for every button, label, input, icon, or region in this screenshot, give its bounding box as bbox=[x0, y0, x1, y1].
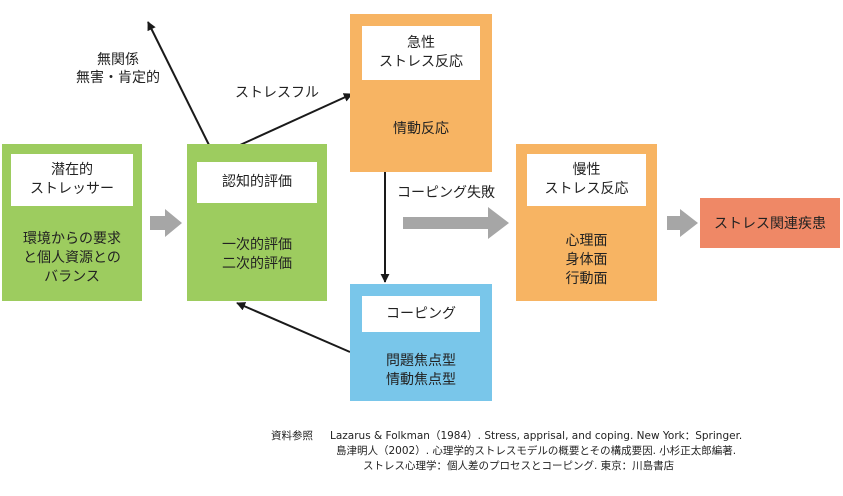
arrow-chronic-to-disease bbox=[667, 209, 698, 237]
coping-title-line: コーピング bbox=[386, 305, 456, 322]
chronic-body-line: 行動面 bbox=[565, 271, 608, 287]
reference-line: 島津明人（2002）. 心理学的ストレスモデルの概要とその構成要因. 小杉正太郎… bbox=[336, 445, 737, 457]
acute-body-line: 情動反応 bbox=[393, 121, 449, 137]
stressor-box: 潜在的 ストレッサー 環境からの要求 と個人資源との バランス bbox=[2, 144, 142, 301]
appraisal-body: 一次的評価 二次的評価 bbox=[187, 236, 327, 274]
stressor-body: 環境からの要求 と個人資源との バランス bbox=[2, 230, 142, 287]
acute-stress-body: 情動反応 bbox=[350, 120, 492, 139]
stressor-body-line: と個人資源との bbox=[23, 250, 121, 266]
appraisal-title: 認知的評価 bbox=[197, 162, 317, 203]
chronic-title-line: 慢性 bbox=[572, 162, 601, 178]
chronic-stress-box: 慢性 ストレス反応 心理面 身体面 行動面 bbox=[516, 144, 657, 301]
acute-title-line: ストレス反応 bbox=[379, 54, 463, 70]
stressor-title: 潜在的 ストレッサー bbox=[11, 154, 133, 206]
arrow-coping-to-appraisal bbox=[236, 302, 351, 353]
coping-body-line: 問題焦点型 bbox=[386, 353, 456, 369]
arrow-to-acute bbox=[239, 93, 353, 146]
coping-box: コーピング 問題焦点型 情動焦点型 bbox=[350, 284, 492, 401]
reference-line: ストレス心理学：個人差のプロセスとコーピング. 東京：川島書店 bbox=[363, 460, 675, 472]
stressor-title-line: ストレッサー bbox=[30, 181, 114, 197]
stressful-label: ストレスフル bbox=[235, 85, 319, 101]
appraisal-body-line: 一次的評価 bbox=[222, 237, 292, 253]
coping-body-line: 情動焦点型 bbox=[386, 372, 456, 388]
chronic-stress-body: 心理面 身体面 行動面 bbox=[516, 232, 657, 289]
acute-stress-box: 急性 ストレス反応 情動反応 bbox=[350, 14, 492, 172]
coping-failure-label: コーピング失敗 bbox=[397, 185, 495, 201]
acute-stress-title: 急性 ストレス反応 bbox=[362, 26, 480, 80]
arrow-stressor-to-appraisal bbox=[150, 209, 182, 237]
coping-body: 問題焦点型 情動焦点型 bbox=[350, 352, 492, 390]
chronic-stress-title: 慢性 ストレス反応 bbox=[527, 154, 646, 206]
chronic-body-line: 心理面 bbox=[565, 233, 608, 249]
irrelevant-label-line: 無害・肯定的 bbox=[76, 70, 160, 86]
chronic-title-line: ストレス反応 bbox=[544, 181, 629, 197]
stress-disease-box: ストレス関連疾患 bbox=[700, 198, 840, 248]
stressor-title-line: 潜在的 bbox=[51, 162, 93, 178]
appraisal-title-line: 認知的評価 bbox=[222, 174, 292, 190]
stress-disease-title: ストレス関連疾患 bbox=[714, 216, 826, 232]
appraisal-body-line: 二次的評価 bbox=[222, 256, 292, 272]
appraisal-box: 認知的評価 一次的評価 二次的評価 bbox=[187, 144, 327, 301]
stressor-body-line: バランス bbox=[44, 269, 100, 285]
reference-line: Lazarus & Folkman（1984）. Stress, apprisa… bbox=[330, 430, 743, 442]
irrelevant-label-line: 無関係 bbox=[97, 52, 139, 68]
reference-heading: 資料参照 bbox=[271, 430, 313, 442]
acute-title-line: 急性 bbox=[407, 35, 435, 51]
chronic-body-line: 身体面 bbox=[565, 252, 608, 268]
arrow-to-irrelevant bbox=[147, 21, 210, 146]
coping-title: コーピング bbox=[362, 296, 480, 332]
stressor-body-line: 環境からの要求 bbox=[23, 231, 121, 247]
arrow-coping-failure bbox=[403, 207, 509, 239]
irrelevant-label: 無関係 無害・肯定的 bbox=[48, 51, 188, 87]
